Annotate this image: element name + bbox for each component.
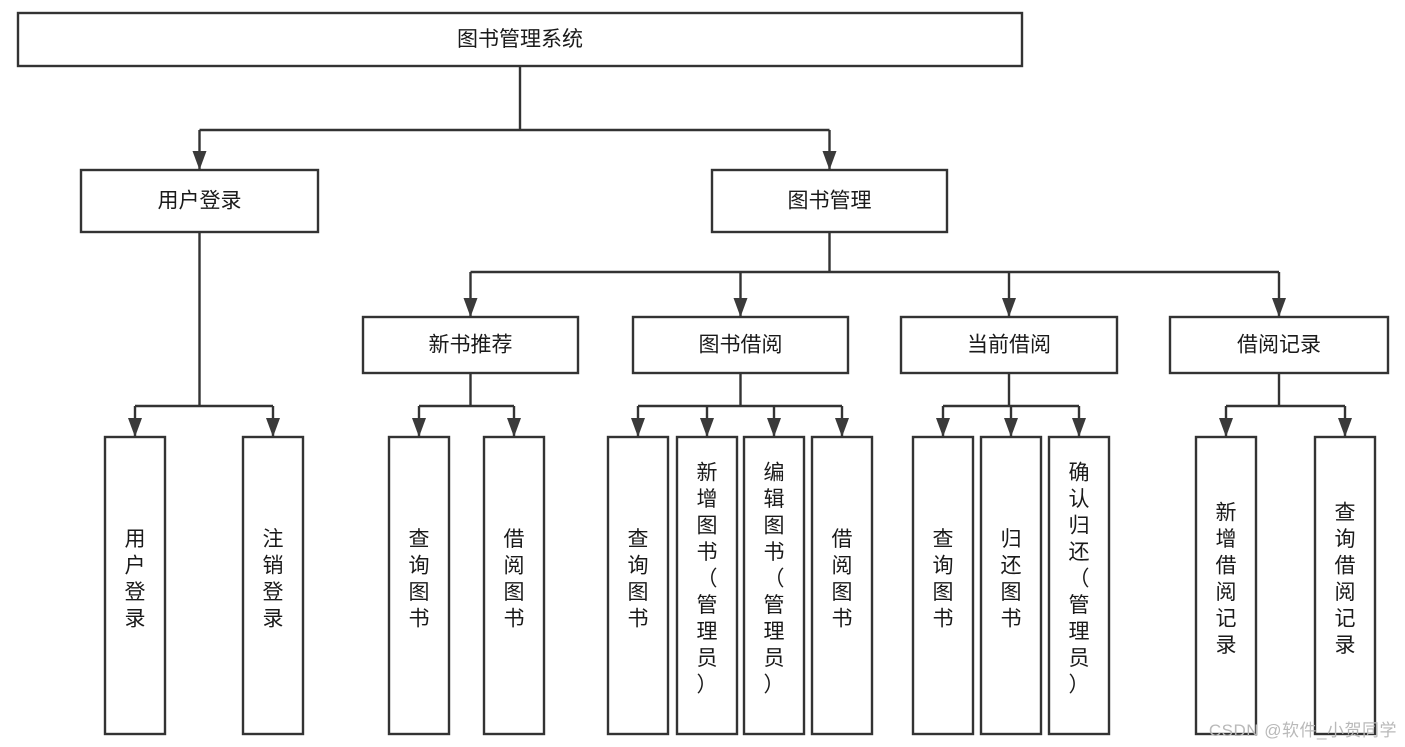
arrow-head [507, 418, 521, 437]
node-box[interactable] [16, 11, 1024, 68]
arrow-head [1219, 418, 1233, 437]
arrow-head [192, 151, 207, 170]
node-box[interactable] [387, 435, 451, 736]
node-label: 用户登录 [125, 528, 146, 631]
node-box[interactable] [810, 435, 874, 736]
node-label: 查询借阅记录 [1335, 501, 1356, 657]
node-label: 借阅记录 [1237, 334, 1321, 357]
leaf-5-新增图书管理员[interactable]: 新增图书（管理员） [675, 435, 739, 736]
arrow-head [128, 418, 142, 437]
arrow-head [1004, 418, 1018, 437]
leaf-1-注销登录[interactable]: 注销登录 [241, 435, 305, 736]
node-label: 归还图书 [1001, 528, 1022, 631]
node-box[interactable] [79, 168, 320, 234]
node-root-图书管理系统[interactable]: 图书管理系统 [16, 11, 1024, 68]
node-label: 注销登录 [263, 528, 284, 631]
node-box[interactable] [742, 435, 806, 736]
arrow-head [1272, 298, 1286, 317]
node-label: 新增图书（管理员） [697, 462, 718, 697]
leaf-8-查询图书[interactable]: 查询图书 [911, 435, 975, 736]
node-label: 图书管理 [788, 190, 872, 213]
node-box[interactable] [241, 435, 305, 736]
arrow-head [412, 418, 426, 437]
node-label: 新增借阅记录 [1216, 501, 1237, 657]
arrow-head [733, 298, 748, 317]
node-box[interactable] [979, 435, 1043, 736]
node-借阅记录[interactable]: 借阅记录 [1168, 315, 1390, 375]
node-label: 借阅图书 [832, 528, 853, 631]
node-box[interactable] [710, 168, 949, 234]
leaf-6-编辑图书管理员[interactable]: 编辑图书（管理员） [742, 435, 806, 736]
leaf-2-查询图书[interactable]: 查询图书 [387, 435, 451, 736]
node-图书借阅[interactable]: 图书借阅 [631, 315, 850, 375]
node-box[interactable] [103, 435, 167, 736]
node-box[interactable] [1168, 315, 1390, 375]
arrow-head [266, 418, 280, 437]
node-label: 借阅图书 [504, 528, 525, 631]
node-label: 确认归还（管理员） [1069, 462, 1090, 697]
node-box[interactable] [911, 435, 975, 736]
arrow-head [1002, 298, 1016, 317]
node-box[interactable] [606, 435, 670, 736]
arrow-head [936, 418, 950, 437]
node-box[interactable] [631, 315, 850, 375]
arrow-head [767, 418, 781, 437]
arrow-head [700, 418, 714, 437]
node-label: 当前借阅 [967, 334, 1051, 357]
node-用户登录[interactable]: 用户登录 [79, 168, 320, 234]
leaf-3-借阅图书[interactable]: 借阅图书 [482, 435, 546, 736]
node-layer: 图书管理系统用户登录图书管理新书推荐图书借阅当前借阅借阅记录用户登录注销登录查询… [16, 11, 1390, 736]
leaf-11-新增借阅记录[interactable]: 新增借阅记录 [1194, 435, 1258, 736]
node-label: 图书借阅 [699, 334, 783, 357]
node-box[interactable] [1313, 435, 1377, 736]
leaf-9-归还图书[interactable]: 归还图书 [979, 435, 1043, 736]
node-当前借阅[interactable]: 当前借阅 [899, 315, 1119, 375]
leaf-12-查询借阅记录[interactable]: 查询借阅记录 [1313, 435, 1377, 736]
arrow-head [1072, 418, 1086, 437]
connector-layer [128, 66, 1352, 437]
arrow-head [631, 418, 645, 437]
node-label: 查询图书 [933, 528, 954, 631]
leaf-10-确认归还管理员[interactable]: 确认归还（管理员） [1047, 435, 1111, 736]
node-box[interactable] [1194, 435, 1258, 736]
leaf-0-用户登录[interactable]: 用户登录 [103, 435, 167, 736]
node-图书管理[interactable]: 图书管理 [710, 168, 949, 234]
node-box[interactable] [675, 435, 739, 736]
node-label: 查询图书 [409, 528, 430, 631]
leaf-7-借阅图书[interactable]: 借阅图书 [810, 435, 874, 736]
node-label: 查询图书 [628, 528, 649, 631]
arrow-head [835, 418, 849, 437]
node-label: 编辑图书（管理员） [764, 462, 785, 697]
node-label: 用户登录 [158, 190, 242, 213]
node-label: 图书管理系统 [457, 28, 583, 51]
arrow-head [463, 298, 478, 317]
node-box[interactable] [482, 435, 546, 736]
node-label: 新书推荐 [429, 334, 513, 357]
node-新书推荐[interactable]: 新书推荐 [361, 315, 580, 375]
arrow-head [822, 151, 837, 170]
node-box[interactable] [1047, 435, 1111, 736]
arrow-head [1338, 418, 1352, 437]
node-box[interactable] [899, 315, 1119, 375]
node-box[interactable] [361, 315, 580, 375]
leaf-4-查询图书[interactable]: 查询图书 [606, 435, 670, 736]
